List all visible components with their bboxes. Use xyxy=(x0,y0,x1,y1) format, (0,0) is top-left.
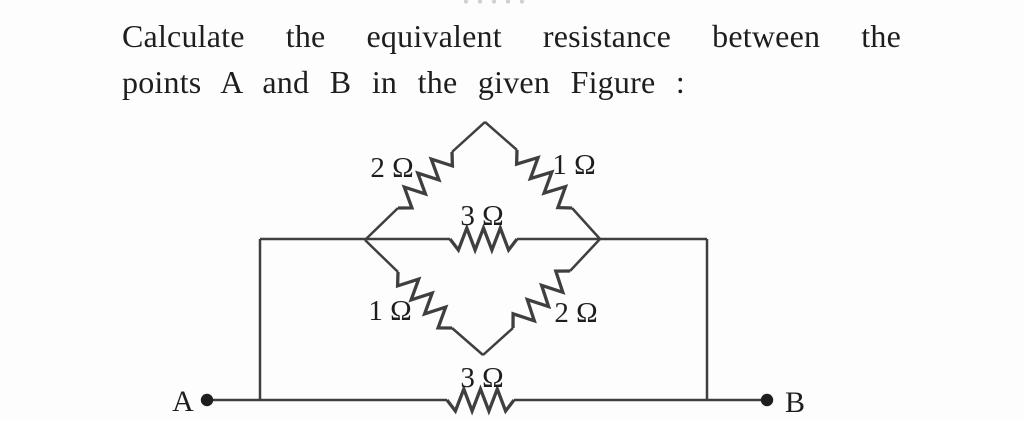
wire-lead-topleft-lower xyxy=(364,207,399,241)
resistor-label-bottom-right: 2 Ω xyxy=(554,297,597,329)
wire-lead-bottomleft-lower xyxy=(451,327,484,356)
question-line-1: Calculate the equivalent resistance betw… xyxy=(122,18,901,54)
scan-artifact-dots xyxy=(463,0,525,4)
question-text: Calculate the equivalent resistance betw… xyxy=(122,13,901,105)
resistor-zigzag-top-left xyxy=(397,151,455,210)
resistor-label-top-left: 2 Ω xyxy=(370,152,413,184)
resistor-zigzag-bottom-left xyxy=(395,271,453,330)
resistor-label-bottom: 3 Ω xyxy=(460,362,503,394)
resistor-zigzag-middle xyxy=(448,223,519,255)
terminal-a-label: A xyxy=(172,385,194,418)
terminal-b-label: B xyxy=(785,386,805,419)
wire-lead-bottomright-lower xyxy=(482,327,514,356)
circuit-wires xyxy=(207,121,767,402)
resistor-label-top-right: 1 Ω xyxy=(552,149,595,181)
terminal-a-dot xyxy=(200,393,214,407)
wire-lead-bottomleft-upper xyxy=(364,239,399,273)
wire-lead-topright-upper xyxy=(484,121,518,151)
resistor-label-bottom-left: 1 Ω xyxy=(368,295,411,327)
resistor-zigzag-bottom-right xyxy=(511,269,571,329)
question-line-2: points A and B in the given Figure : xyxy=(122,64,685,100)
wire-lead-topleft-upper xyxy=(451,121,486,153)
resistor-zigzag-top-right xyxy=(514,149,573,210)
resistor-label-middle: 3 Ω xyxy=(460,200,503,232)
resistor-zigzag-bottom xyxy=(445,384,516,416)
terminal-b-dot xyxy=(760,393,774,407)
wire-lead-bottomright-upper xyxy=(569,238,601,272)
wire-lead-topright-lower xyxy=(571,207,601,240)
